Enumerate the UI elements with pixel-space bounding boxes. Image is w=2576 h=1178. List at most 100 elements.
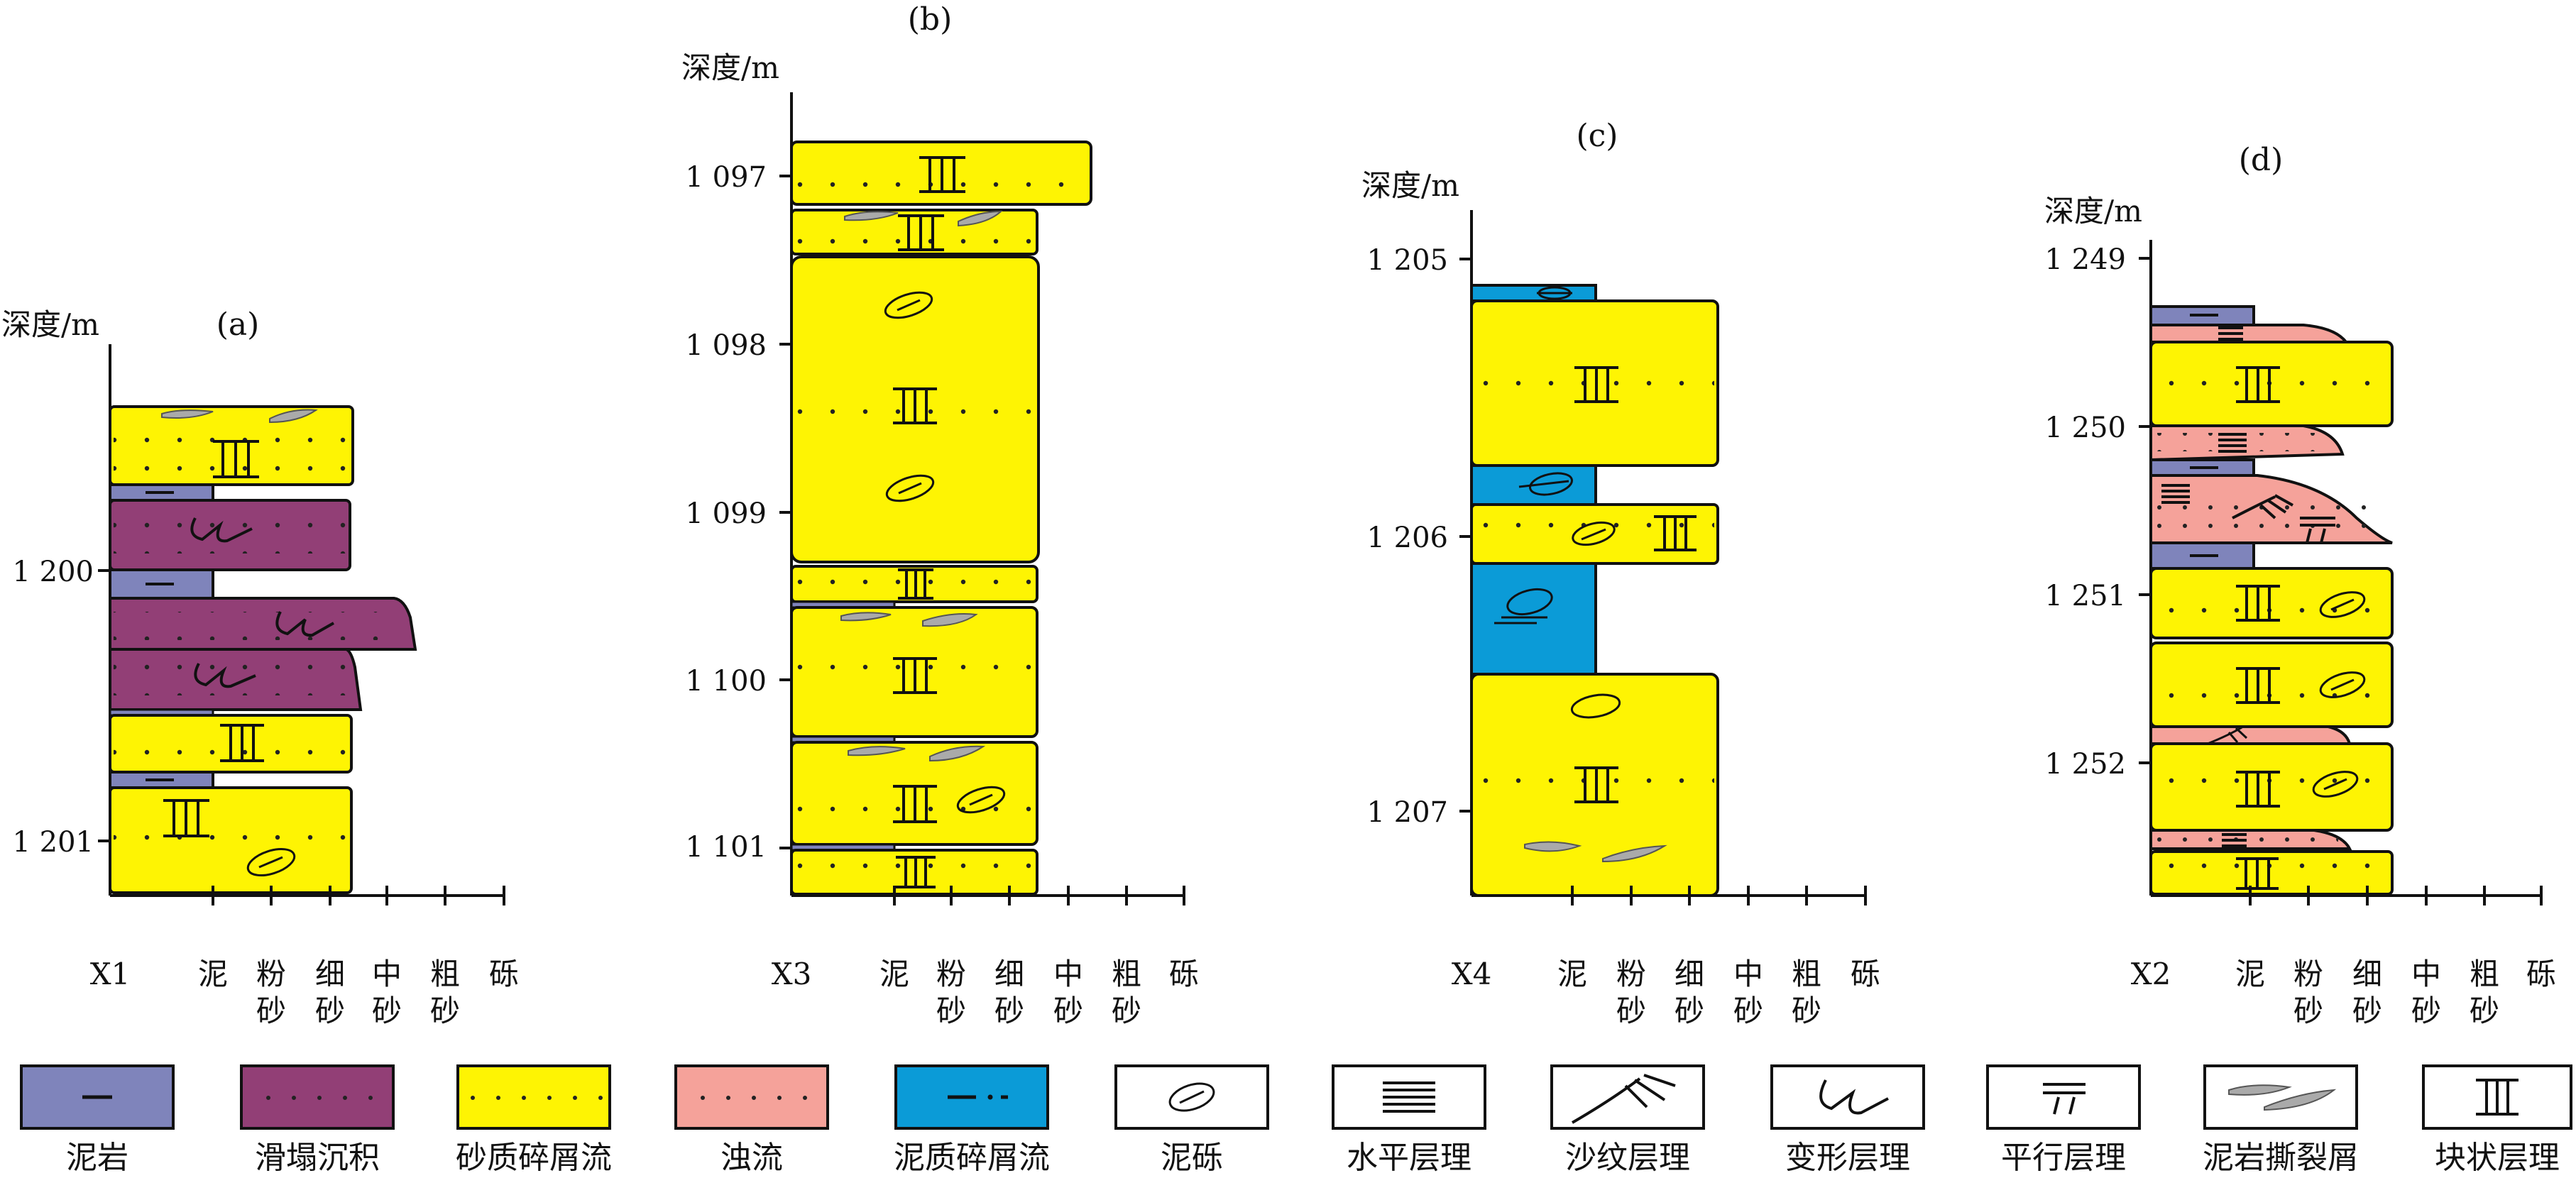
horizontal-bedding-icon [2218, 326, 2243, 341]
depth-tick-label: 1 205 [1366, 244, 1448, 277]
grain-scale-label: 砂 [1053, 993, 1083, 1028]
ripple-bedding-icon [1550, 1064, 1705, 1130]
deformation-bedding-icon [194, 663, 256, 688]
mud-gravel-icon [2319, 671, 2366, 698]
panel-label: (b) [908, 1, 953, 38]
grain-scale-label: 砾 [1169, 957, 1199, 991]
mud-tear-clast-icon [1602, 844, 1667, 863]
depth-tick-label: 1 099 [685, 497, 767, 530]
mud-gravel-icon [1518, 472, 1573, 496]
massive-bedding-icon [2422, 1064, 2572, 1130]
massive-bedding-icon [898, 568, 933, 600]
ripple-bedding-icon [2232, 494, 2293, 519]
layer-mudstone [2149, 541, 2255, 570]
grain-scale-label: 泥 [1557, 957, 1587, 991]
mud-tear-clast-icon [840, 612, 892, 622]
legend-swatch-sandy-debris [456, 1064, 611, 1130]
panel-label: (a) [217, 307, 260, 343]
grain-scale-label: 粉 [256, 957, 286, 991]
grain-scale-label: 砂 [2293, 993, 2323, 1028]
grain-scale-label: 砂 [2411, 993, 2441, 1028]
grain-scale-label: 细 [2352, 957, 2382, 991]
layer-sandy-debris [109, 786, 353, 894]
layer-muddy-debris [1470, 284, 1597, 302]
mud-gravel-icon [2312, 771, 2359, 798]
grain-scale-label: 中 [1733, 957, 1763, 991]
well-label: X4 [1452, 957, 1492, 991]
grain-scale-label: 砂 [994, 993, 1024, 1028]
grain-scale-label: 细 [994, 957, 1024, 991]
layer-turbidite [2149, 324, 2350, 343]
horizontal-bedding-icon [2222, 833, 2247, 847]
column-b: (b) 深度/m 1 097 1 098 1 099 1 100 1 101 [681, 1, 1185, 991]
legend-label: 滑塌沉积 [255, 1140, 380, 1176]
layer-sandy-debris [1470, 673, 1719, 897]
legend-label: 泥岩 [66, 1140, 128, 1176]
grain-scale-label: 中 [1053, 957, 1083, 991]
massive-bedding-icon [893, 785, 937, 823]
layer-sandy-debris [1470, 299, 1719, 467]
massive-bedding-icon [1574, 766, 1618, 803]
grain-scale-label: 砂 [1675, 993, 1704, 1028]
grain-scale-label: 砂 [1616, 993, 1646, 1028]
layer-turbidite [2149, 424, 2345, 462]
layer-sandy-debris [2149, 642, 2394, 728]
legend-swatch-muddy-debris [894, 1064, 1049, 1130]
massive-bedding-icon [893, 657, 937, 694]
massive-bedding-icon [896, 856, 936, 888]
grain-scale-label: 砾 [1851, 957, 1880, 991]
depth-tick-label: 1 252 [2044, 748, 2126, 781]
massive-bedding-icon [220, 724, 264, 762]
mud-gravel-icon [1537, 286, 1572, 300]
massive-bedding-icon [2236, 585, 2280, 622]
legend: 泥岩 滑塌沉积 砂质碎屑流 浊流 泥质碎屑流 泥砾 水平层理 沙纹层理 变形层理… [20, 1064, 2572, 1176]
mud-tear-clast-icon [1524, 841, 1582, 852]
massive-bedding-icon [1574, 366, 1618, 403]
deformation-bedding-icon [275, 611, 334, 637]
mud-gravel-icon [1572, 521, 1616, 546]
grain-scale-label: 中 [2411, 957, 2441, 991]
grain-scale-label: 砾 [2526, 957, 2556, 991]
mud-gravel-icon [1114, 1064, 1269, 1130]
column-a: (a) 深度/m 1 200 1 201 [1, 307, 505, 991]
mud-tear-clast-icon [958, 210, 1003, 227]
legend-label: 泥质碎屑流 [894, 1140, 1050, 1176]
grain-scale-label: 砾 [489, 957, 519, 991]
mud-tear-clast-icon [929, 745, 986, 762]
mud-tear-clast-icon [844, 211, 899, 221]
grain-scale-label: 砂 [315, 993, 345, 1028]
well-label: X1 [90, 957, 131, 991]
grain-scale-label: 粉 [2293, 957, 2323, 991]
mud-tear-clast-icon [848, 746, 906, 756]
panel-label: (c) [1577, 118, 1618, 154]
well-label: X3 [772, 957, 812, 991]
layer-turbidite [2149, 725, 2352, 745]
well-label: X2 [2131, 957, 2171, 991]
parallel-bedding-icon [2300, 517, 2335, 544]
depth-tick-label: 1 206 [1366, 522, 1448, 554]
layer-slump [109, 499, 351, 571]
depth-tick-label: 1 201 [12, 826, 94, 859]
horizontal-bedding-icon [1332, 1064, 1486, 1130]
depth-axis-label: 深度/m [681, 50, 779, 85]
grain-scale-label: 泥 [198, 957, 228, 991]
mud-tear-clast-icon [161, 409, 214, 419]
legend-label: 变形层理 [1785, 1140, 1910, 1176]
horizontal-bedding-icon [2161, 484, 2190, 504]
mud-gravel-icon [884, 291, 933, 319]
grain-scale-label: 中 [372, 957, 402, 991]
massive-bedding-icon [2236, 366, 2280, 403]
grain-scale-labels: 泥粉砂细砂中砂粗砂砾泥粉砂细砂中砂粗砂砾泥粉砂细砂中砂粗砂砾泥粉砂细砂中砂粗砂砾 [198, 957, 2556, 1028]
depth-tick-label: 1 097 [685, 161, 767, 194]
grain-scale-label: 粉 [1616, 957, 1646, 991]
layer-sandy-debris [109, 405, 354, 486]
layer-turbidite [2149, 829, 2352, 850]
parallel-bedding-icon [1986, 1064, 2141, 1130]
depth-axis-label: 深度/m [1361, 168, 1459, 203]
depth-tick-label: 1 207 [1366, 796, 1448, 829]
depth-axis-label: 深度/m [2044, 194, 2142, 229]
depth-tick-label: 1 251 [2044, 580, 2126, 612]
column-d: (d) 深度/m 1 249 1 250 1 251 1 252 [2044, 142, 2543, 991]
ripple-bedding-icon [2207, 725, 2248, 745]
legend-label: 沙纹层理 [1565, 1140, 1690, 1176]
